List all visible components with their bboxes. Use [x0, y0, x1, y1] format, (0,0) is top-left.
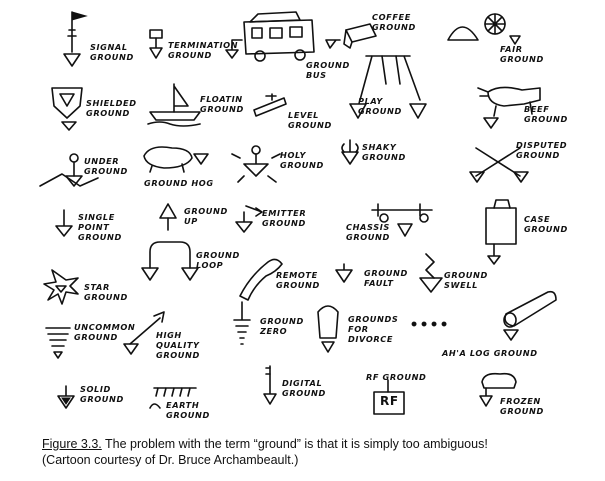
emitter-ground-label: EMITTER GROUND — [262, 208, 307, 228]
grounds-for-divorce-icon — [317, 305, 339, 353]
remote-ground-icon — [239, 258, 283, 301]
rf-ground-label: RF GROUND — [366, 372, 427, 382]
case-ground-icon — [485, 199, 517, 265]
holy-ground-label: HOLY GROUND — [280, 150, 324, 170]
earth-ground-label: EARTH GROUND — [166, 400, 210, 420]
star-ground-icon — [43, 269, 79, 305]
termination-ground-icon — [149, 29, 163, 59]
caption-credit: (Cartoon courtesy of Dr. Bruce Archambea… — [42, 453, 299, 467]
digital-ground-icon — [263, 365, 277, 405]
signal-ground-label: SIGNAL GROUND — [90, 42, 134, 62]
ground-up-icon — [159, 203, 177, 231]
caption-text: The problem with the term “ground” is th… — [101, 437, 488, 451]
emitter-ground-icon — [235, 205, 263, 233]
high-quality-ground-icon — [123, 311, 165, 355]
uncommon-ground-icon — [45, 327, 71, 359]
floatin-ground-icon — [147, 83, 201, 127]
shaky-ground-label: SHAKY GROUND — [362, 142, 406, 162]
frozen-ground-label: FROZEN GROUND — [500, 396, 544, 416]
rf-box-text: RF — [380, 394, 399, 408]
beef-ground-label: BEEF GROUND — [524, 104, 568, 124]
remote-ground-label: REMOTE GROUND — [276, 270, 320, 290]
log-ground-label: AH'A LOG GROUND — [442, 348, 538, 358]
ground-zero-label: GROUND ZERO — [260, 316, 304, 336]
ground-loop-icon — [141, 241, 199, 281]
disputed-ground-icon — [469, 147, 529, 183]
under-ground-label: UNDER GROUND — [84, 156, 128, 176]
ground-bus-icon — [225, 11, 315, 62]
case-ground-label: CASE GROUND — [524, 214, 568, 234]
ground-hog-label: GROUND HOG — [144, 178, 214, 188]
coffee-ground-icon — [325, 23, 377, 49]
single-point-ground-icon — [55, 209, 73, 237]
earth-ground-icon — [149, 387, 197, 409]
floatin-ground-label: FLOATIN GROUND — [200, 94, 244, 114]
ground-hog-icon — [143, 146, 209, 173]
rf-ground-icon — [373, 379, 405, 415]
holy-ground-icon — [231, 145, 281, 183]
shielded-ground-icon — [51, 87, 83, 131]
ground-fault-icon — [335, 263, 353, 283]
high-quality-ground-label: HIGH QUALITY GROUND — [156, 330, 200, 360]
ground-bus-label: GROUND BUS — [306, 60, 350, 80]
termination-ground-label: TERMINATION GROUND — [168, 40, 239, 60]
cartoon-drawings — [39, 11, 557, 415]
log-ground-icon — [411, 290, 557, 341]
ground-loop-label: GROUND LOOP — [196, 250, 240, 270]
frozen-ground-icon — [479, 372, 517, 407]
solid-ground-icon — [57, 385, 75, 409]
star-ground-label: STAR GROUND — [84, 282, 128, 302]
coffee-ground-label: COFFEE GROUND — [372, 12, 416, 32]
fair-ground-label: FAIR GROUND — [500, 44, 544, 64]
ground-swell-label: GROUND SWELL — [444, 270, 488, 290]
single-point-ground-label: SINGLE POINT GROUND — [78, 212, 122, 242]
ground-fault-label: GROUND FAULT — [364, 268, 408, 288]
play-ground-label: PLAY GROUND — [358, 96, 402, 116]
signal-ground-icon — [63, 11, 88, 67]
grounds-for-divorce-label: GROUNDS FOR DIVORCE — [348, 314, 399, 344]
fair-ground-icon — [447, 13, 521, 45]
shaky-ground-icon — [341, 139, 359, 165]
shielded-ground-label: SHIELDED GROUND — [86, 98, 137, 118]
under-ground-icon — [39, 153, 99, 187]
figure-caption: Figure 3.3. The problem with the term “g… — [42, 436, 602, 468]
uncommon-ground-label: UNCOMMON GROUND — [74, 322, 136, 342]
play-ground-icon — [349, 55, 427, 119]
ground-up-label: GROUND UP — [184, 206, 228, 226]
ground-cartoon-figure: SIGNAL GROUND TERMINATION GROUND GROUND … — [39, 11, 568, 420]
level-ground-label: LEVEL GROUND — [288, 110, 332, 130]
digital-ground-label: DIGITAL GROUND — [282, 378, 326, 398]
level-ground-icon — [253, 93, 287, 117]
ground-zero-icon — [233, 301, 251, 345]
chassis-ground-icon — [371, 203, 433, 237]
chassis-ground-label: CHASSIS GROUND — [346, 222, 390, 242]
figure-reference: Figure 3.3. — [42, 437, 102, 451]
ground-swell-icon — [419, 253, 443, 293]
solid-ground-label: SOLID GROUND — [80, 384, 124, 404]
beef-ground-icon — [477, 86, 541, 129]
disputed-ground-label: DISPUTED GROUND — [516, 140, 568, 160]
